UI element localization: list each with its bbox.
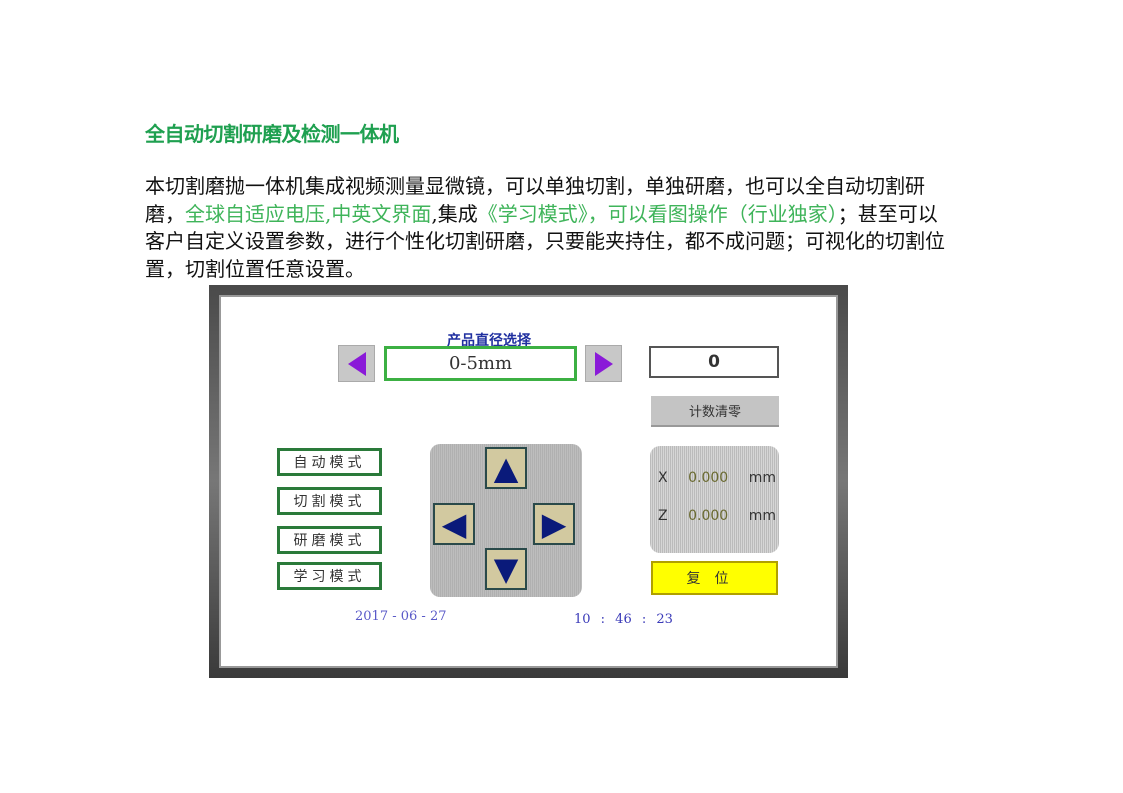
- body-highlight: 全球自适应电压,中英文界面: [185, 201, 432, 226]
- x-position-row: X 0.000 mm: [658, 470, 776, 486]
- time-display: 10 : 46 : 23: [574, 612, 673, 627]
- hmi-screen: 产品直径选择 0-5mm 0 计数清零 自动模式 切割模式 研磨模式 学习模式 …: [219, 295, 838, 668]
- reset-button[interactable]: 复位: [651, 561, 778, 595]
- learn-mode-button[interactable]: 学习模式: [277, 562, 382, 590]
- diameter-select-title: 产品直径选择: [447, 333, 531, 349]
- diameter-value: 0-5mm: [384, 346, 577, 381]
- grind-mode-button[interactable]: 研磨模式: [277, 526, 382, 554]
- position-panel: X 0.000 mm Z 0.000 mm: [650, 446, 779, 553]
- arrow-left-icon: [347, 351, 366, 376]
- auto-mode-button[interactable]: 自动模式: [277, 448, 382, 476]
- axis-label: X: [658, 470, 668, 486]
- next-diameter-button[interactable]: [585, 345, 622, 382]
- cut-mode-button[interactable]: 切割模式: [277, 487, 382, 515]
- jog-right-button[interactable]: ▶: [533, 503, 575, 545]
- jog-down-button[interactable]: ▼: [485, 548, 527, 590]
- body-text: ；甚至可以客户自定义设置参数，进行个性化切割研磨，只要能夹持住，都不成问题；可视…: [145, 201, 945, 281]
- clear-count-button[interactable]: 计数清零: [651, 396, 779, 427]
- z-position-row: Z 0.000 mm: [658, 508, 776, 524]
- counter-display: 0: [649, 346, 779, 378]
- axis-value: 0.000: [688, 508, 729, 524]
- hmi-screenshot: 产品直径选择 0-5mm 0 计数清零 自动模式 切割模式 研磨模式 学习模式 …: [209, 285, 848, 678]
- axis-value: 0.000: [688, 470, 729, 486]
- date-display: 2017 - 06 - 27: [355, 609, 447, 624]
- body-text: 本切割磨抛一体机集成视频测量显微镜，可以单独切割，单独研磨，也可以全自动切割研磨…: [145, 174, 925, 226]
- prev-diameter-button[interactable]: [338, 345, 375, 382]
- body-text: ,集成: [431, 201, 478, 226]
- jog-up-button[interactable]: ▲: [485, 447, 527, 489]
- jog-pad: ▲ ◀ ▶ ▼: [430, 444, 582, 597]
- arrow-right-icon: [594, 351, 613, 376]
- body-highlight: 《学习模式》，可以看图操作（行业独家）: [477, 201, 838, 226]
- axis-unit: mm: [748, 470, 776, 486]
- axis-label: Z: [658, 508, 668, 524]
- jog-left-button[interactable]: ◀: [433, 503, 475, 545]
- axis-unit: mm: [748, 508, 776, 524]
- document-title: 全自动切割研磨及检测一体机: [145, 122, 399, 146]
- document-body: 本切割磨抛一体机集成视频测量显微镜，可以单独切割，单独研磨，也可以全自动切割研磨…: [145, 173, 945, 283]
